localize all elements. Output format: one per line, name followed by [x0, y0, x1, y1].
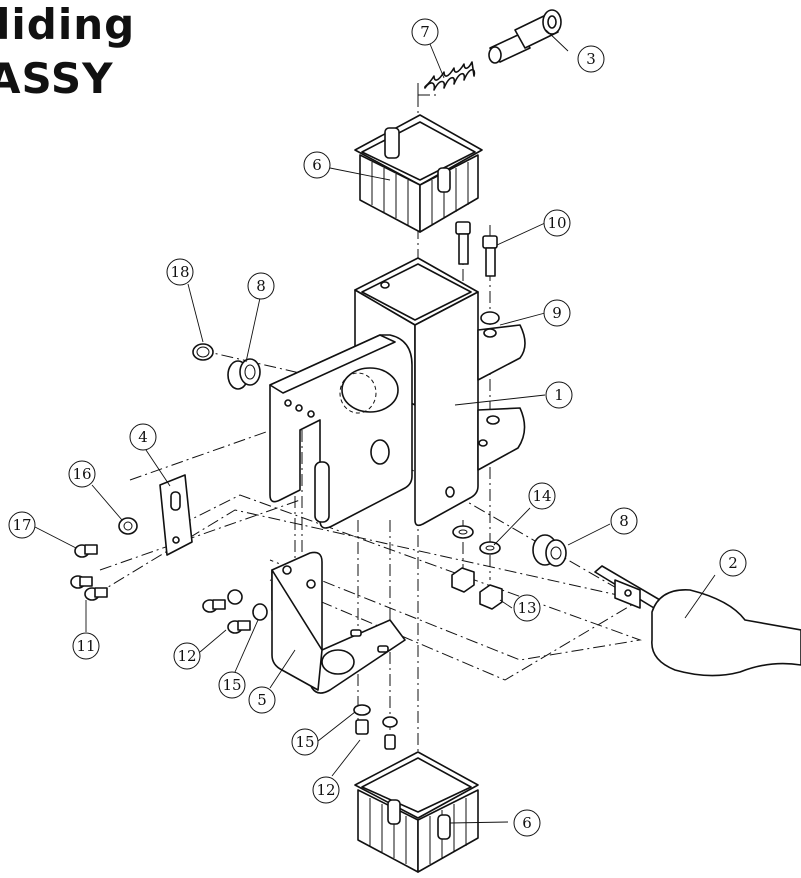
bushing-upper: [227, 358, 261, 390]
svg-text:3: 3: [586, 50, 596, 68]
svg-text:8: 8: [619, 512, 629, 530]
svg-text:6: 6: [522, 814, 532, 832]
callout-10: 10: [543, 209, 571, 237]
svg-text:15: 15: [222, 676, 241, 694]
svg-text:9: 9: [552, 304, 562, 322]
washers-nuts: [451, 525, 503, 610]
end-cap-top: [354, 114, 483, 233]
retaining-ring: [192, 343, 214, 361]
callout-9: 9: [543, 299, 571, 327]
svg-text:11: 11: [76, 637, 95, 655]
callout-4: 4: [129, 423, 157, 451]
callout-15-bottom: 15: [291, 728, 319, 756]
screws-washers-mid: [202, 589, 398, 750]
callout-1: 1: [545, 381, 573, 409]
svg-text:1: 1: [554, 386, 564, 404]
pin-knob: [488, 9, 562, 64]
svg-text:2: 2: [728, 554, 738, 572]
svg-text:5: 5: [257, 691, 267, 709]
svg-text:4: 4: [138, 428, 148, 446]
callout-15-mid: 15: [218, 671, 246, 699]
svg-text:12: 12: [177, 647, 196, 665]
leader-lines: [34, 29, 716, 824]
screws-left: [70, 544, 108, 601]
callout-6-top: 6: [303, 151, 331, 179]
callout-16: 16: [68, 460, 96, 488]
svg-text:15: 15: [295, 733, 314, 751]
svg-text:8: 8: [256, 277, 266, 295]
callout-11: 11: [72, 632, 100, 660]
callout-2: 2: [719, 549, 747, 577]
svg-text:6: 6: [312, 156, 322, 174]
spring: [424, 61, 476, 91]
callouts: 1 2 3 4 5 6 6 7 8 8 9 10 11 12 12 13 14 …: [8, 18, 747, 837]
svg-text:13: 13: [517, 599, 536, 617]
callout-5: 5: [248, 686, 276, 714]
end-cap-bottom: [354, 751, 479, 873]
title-line-1: liding: [0, 0, 136, 49]
l-bracket: [271, 551, 406, 694]
callout-8-upper: 8: [247, 272, 275, 300]
svg-text:14: 14: [532, 487, 551, 505]
svg-text:17: 17: [12, 516, 31, 534]
callout-6-bottom: 6: [513, 809, 541, 837]
callout-17: 17: [8, 511, 36, 539]
slider-bracket: [269, 334, 413, 529]
handle: [594, 565, 801, 677]
washer-16: [118, 517, 138, 535]
plate: [159, 474, 193, 556]
svg-text:12: 12: [316, 781, 335, 799]
callout-12-mid: 12: [173, 642, 201, 670]
svg-text:7: 7: [420, 23, 430, 41]
callout-3: 3: [577, 45, 605, 73]
bushing-lower: [532, 534, 567, 567]
callout-14: 14: [528, 482, 556, 510]
svg-text:16: 16: [72, 465, 91, 483]
callout-8-lower: 8: [610, 507, 638, 535]
svg-text:10: 10: [547, 214, 566, 232]
callout-13: 13: [513, 594, 541, 622]
callout-18: 18: [166, 258, 194, 286]
callout-12-bottom: 12: [312, 776, 340, 804]
title-line-2: ASSY: [0, 54, 114, 103]
bolts-top: [455, 221, 498, 277]
svg-text:18: 18: [170, 263, 189, 281]
callout-7: 7: [411, 18, 439, 46]
